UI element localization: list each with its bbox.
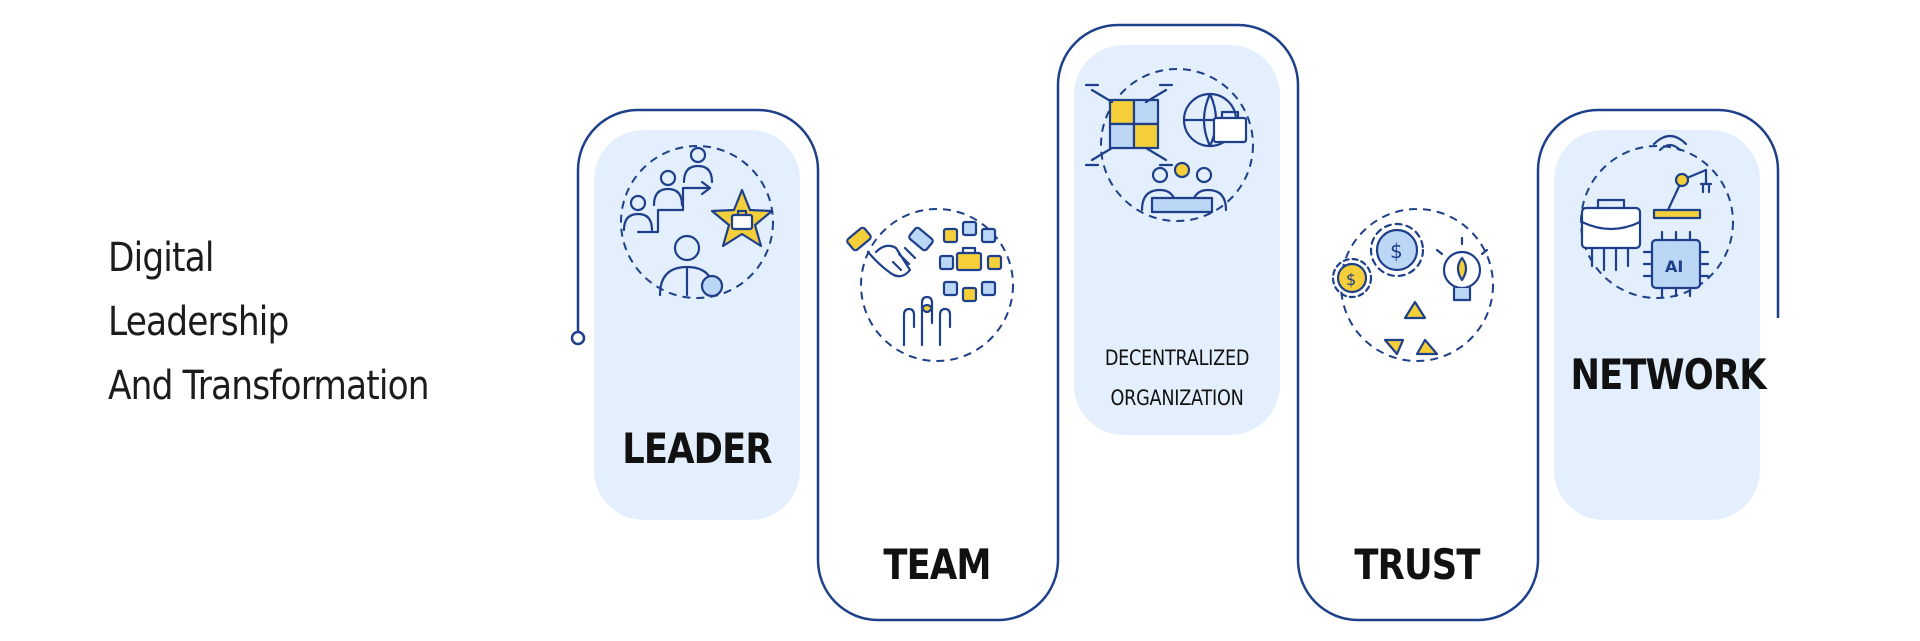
network-panel [1554, 130, 1760, 520]
connector-start-dot [570, 330, 586, 346]
teamwork-handshake-icon [846, 220, 1003, 347]
puzzle-global-business-icon [1084, 83, 1248, 214]
title-line-1: Digital [108, 235, 214, 281]
leader-label: LEADER [622, 424, 772, 473]
trust-label: TRUST [1354, 540, 1480, 589]
leader-career-ladder-icon [622, 146, 774, 298]
decentralized-icon-frame [1100, 68, 1254, 222]
decentralized-label-line-2: ORGANIZATION [1110, 386, 1244, 410]
finance-recycle-idea-icon: $ $ [1331, 222, 1489, 356]
diagram-title: Digital Leadership And Transformation [108, 226, 430, 418]
decentralized-label-line-1: DECENTRALIZED [1104, 346, 1250, 370]
title-line-2: Leadership [108, 299, 289, 345]
svg-text:$: $ [1346, 270, 1356, 289]
ai-chip-robot-arm-icon: AI [1580, 134, 1713, 298]
leader-icon-frame [620, 145, 774, 299]
connector-path [576, 23, 1780, 622]
svg-text:$: $ [1390, 239, 1403, 263]
svg-text:AI: AI [1665, 257, 1683, 276]
title-line-3: And Transformation [108, 363, 430, 409]
network-label: NETWORK [1570, 350, 1766, 399]
team-icon-frame [860, 208, 1014, 362]
decentralized-label: DECENTRALIZED ORGANIZATION [1090, 338, 1263, 418]
team-label: TEAM [883, 540, 991, 589]
